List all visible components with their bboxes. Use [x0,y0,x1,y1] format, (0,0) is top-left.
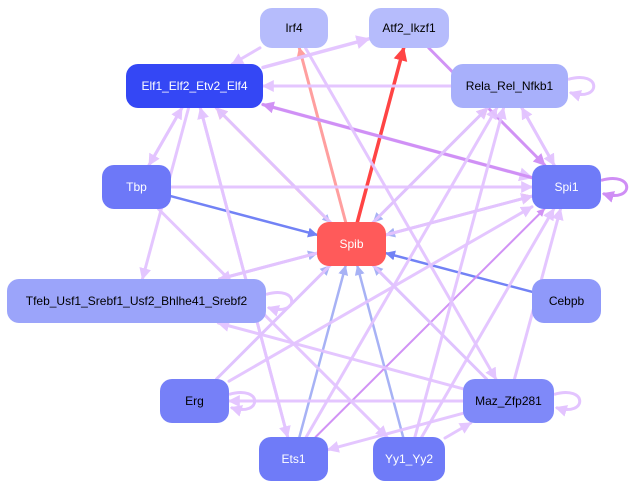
node-label: Cebpb [549,294,585,308]
edge-ets1-to-rela [304,106,499,439]
node-rela[interactable]: Rela_Rel_Nfkb1 [451,64,568,108]
node-spib[interactable]: Spib [317,222,386,266]
node-label: Spib [339,237,363,251]
self-loop-maz [553,391,582,417]
node-elf1[interactable]: Elf1_Elf2_Etv2_Elf4 [126,64,263,108]
node-label: Irf4 [285,21,303,35]
edge-tbp-to-elf1 [147,106,184,167]
node-label: Elf1_Elf2_Etv2_Elf4 [141,79,247,93]
node-box[interactable] [373,437,445,481]
edge-irf4-to-elf1 [230,46,262,66]
node-box[interactable] [532,279,601,323]
node-maz[interactable]: Maz_Zfp281 [463,379,554,423]
node-atf2_ikzf1[interactable]: Atf2_Ikzf1 [369,8,449,48]
node-box[interactable] [369,8,449,48]
edge-tbp-to-spib [169,194,319,238]
edge-yy1-to-spib [354,264,405,439]
node-box[interactable] [451,64,568,108]
node-label: Tbp [126,180,147,194]
self-loop-erg [228,391,257,417]
node-box[interactable] [532,165,601,209]
node-tfeb[interactable]: Tfeb_Usf1_Srebf1_Usf2_Bhlhe41_Srebf2 [7,279,266,323]
node-ets1[interactable]: Ets1 [259,437,328,481]
node-tbp[interactable]: Tbp [102,165,171,209]
node-label: Yy1_Yy2 [385,452,433,466]
edge-elf1-to-atf2_ikzf1 [261,35,371,70]
node-box[interactable] [260,8,328,48]
node-box[interactable] [160,379,229,423]
self-loop-spi1 [600,177,629,203]
edge-elf1-to-ets1 [198,106,291,439]
node-label: Atf2_Ikzf1 [382,21,436,35]
node-erg[interactable]: Erg [160,379,229,423]
node-label: Spi1 [554,180,578,194]
edge-yy1-to-maz [443,421,473,440]
node-label: Ets1 [281,452,305,466]
node-label: Rela_Rel_Nfkb1 [466,79,554,93]
node-box[interactable] [102,165,171,209]
node-yy1[interactable]: Yy1_Yy2 [373,437,445,481]
node-label: Tfeb_Usf1_Srebf1_Usf2_Bhlhe41_Srebf2 [26,294,248,308]
edge-yy1-to-rela [413,106,507,439]
self-loop-rela [567,76,596,102]
node-label: Erg [185,394,204,408]
node-box[interactable] [259,437,328,481]
node-box[interactable] [126,64,263,108]
node-box[interactable] [463,379,554,423]
node-irf4[interactable]: Irf4 [260,8,328,48]
node-cebpb[interactable]: Cebpb [532,279,601,323]
edge-erg-to-spi1 [227,205,534,383]
edge-yy1-to-spi1 [420,207,556,439]
edge-spi1-to-rela [520,106,556,167]
node-box[interactable] [317,222,386,266]
node-label: Maz_Zfp281 [475,394,542,408]
edge-maz-to-ets1 [326,411,465,453]
self-loop-tfeb [265,291,294,317]
node-spi1[interactable]: Spi1 [532,165,601,209]
edge-spib-to-irf4 [296,46,348,224]
edge-irf4-to-maz [304,46,498,381]
node-box[interactable] [7,279,266,323]
